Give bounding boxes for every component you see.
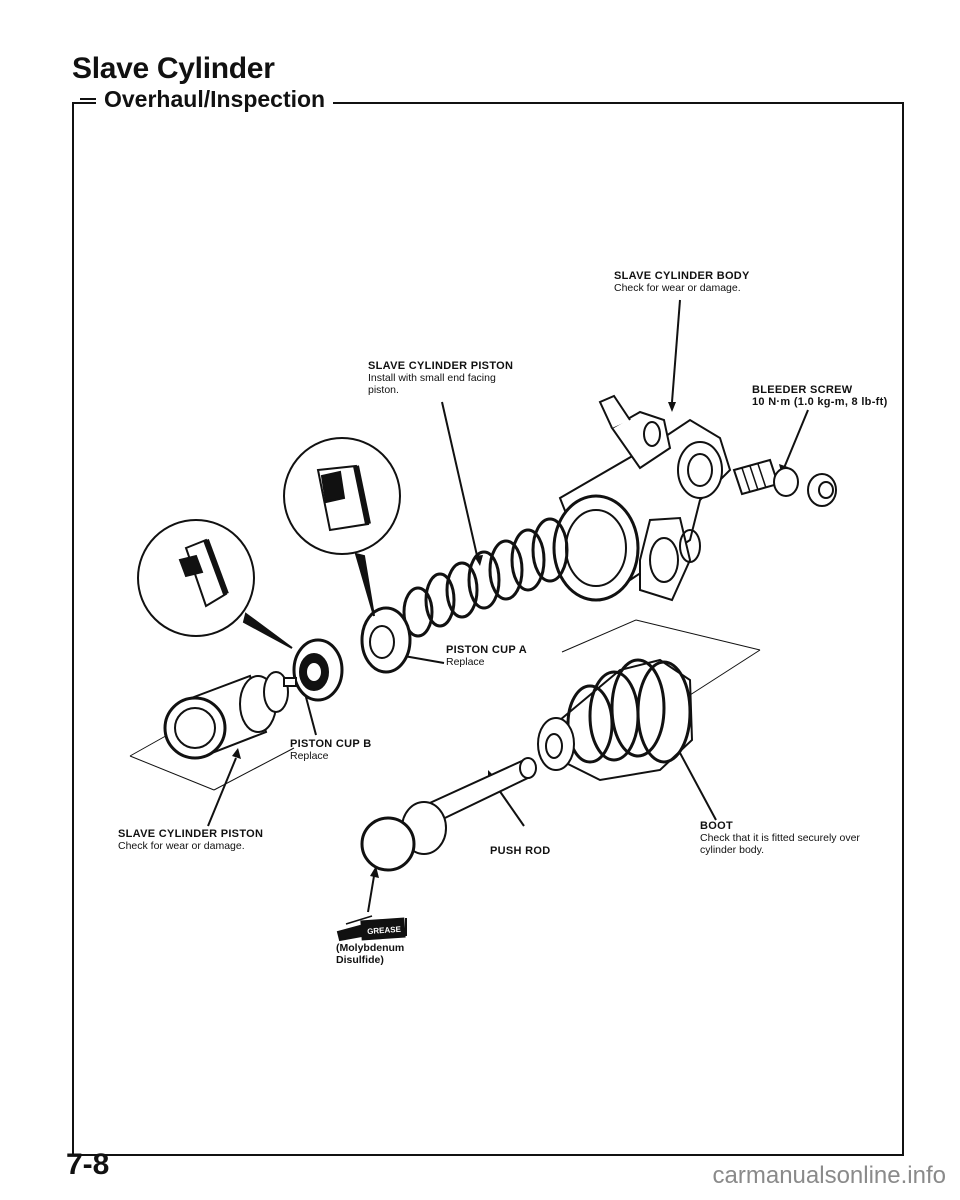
label-slave-cylinder-body: SLAVE CYLINDER BODY Check for wear or da… <box>614 270 834 294</box>
diagram-frame <box>72 102 904 1156</box>
label-heading: SLAVE CYLINDER PISTON <box>118 828 264 840</box>
label-heading: SLAVE CYLINDER PISTON <box>368 360 514 372</box>
label-note: Check for wear or damage. <box>614 282 741 294</box>
page-title: Slave Cylinder <box>72 52 275 85</box>
label-heading: BLEEDER SCREW <box>752 384 853 396</box>
section-subtitle: Overhaul/Inspection <box>96 86 334 113</box>
page-number: 7-8 <box>66 1148 110 1181</box>
label-heading: BOOT <box>700 820 733 832</box>
grease-badge: GREASE <box>367 925 402 936</box>
label-note: Check that it is fitted securely over cy… <box>700 832 860 856</box>
leader-piston-bottom <box>207 757 237 827</box>
leader-grease <box>367 875 375 913</box>
watermark: carmanualsonline.info <box>712 1162 946 1189</box>
leader-cup-a <box>403 655 445 664</box>
label-heading: PISTON CUP B <box>290 738 372 750</box>
label-slave-cylinder-piston-bottom: SLAVE CYLINDER PISTON Check for wear or … <box>118 828 308 852</box>
label-piston-cup-a: PISTON CUP A Replace <box>446 644 566 668</box>
frame-corner <box>80 98 96 100</box>
label-piston-cup-b: PISTON CUP B Replace <box>290 738 410 762</box>
label-push-rod: PUSH ROD <box>490 845 590 857</box>
leader-body <box>671 299 681 403</box>
label-note: Replace <box>290 750 329 762</box>
label-heading: SLAVE CYLINDER BODY <box>614 270 750 282</box>
label-note: Install with small end facing piston. <box>368 372 496 396</box>
label-heading: PUSH ROD <box>490 845 551 857</box>
label-note: Replace <box>446 656 485 668</box>
label-heading: PISTON CUP A <box>446 644 528 656</box>
leader-piston-top <box>441 401 479 561</box>
label-note: Check for wear or damage. <box>118 840 245 852</box>
label-boot: BOOT Check that it is fitted securely ov… <box>700 820 860 856</box>
leader-bleeder <box>783 409 809 469</box>
label-grease-note: (Molybdenum Disulfide) <box>336 942 405 966</box>
label-bleeder-screw: BLEEDER SCREW 10 N·m (1.0 kg-m, 8 lb-ft) <box>752 384 902 408</box>
label-torque: 10 N·m (1.0 kg-m, 8 lb-ft) <box>752 396 888 408</box>
label-slave-cylinder-piston-top: SLAVE CYLINDER PISTON Install with small… <box>368 360 518 396</box>
